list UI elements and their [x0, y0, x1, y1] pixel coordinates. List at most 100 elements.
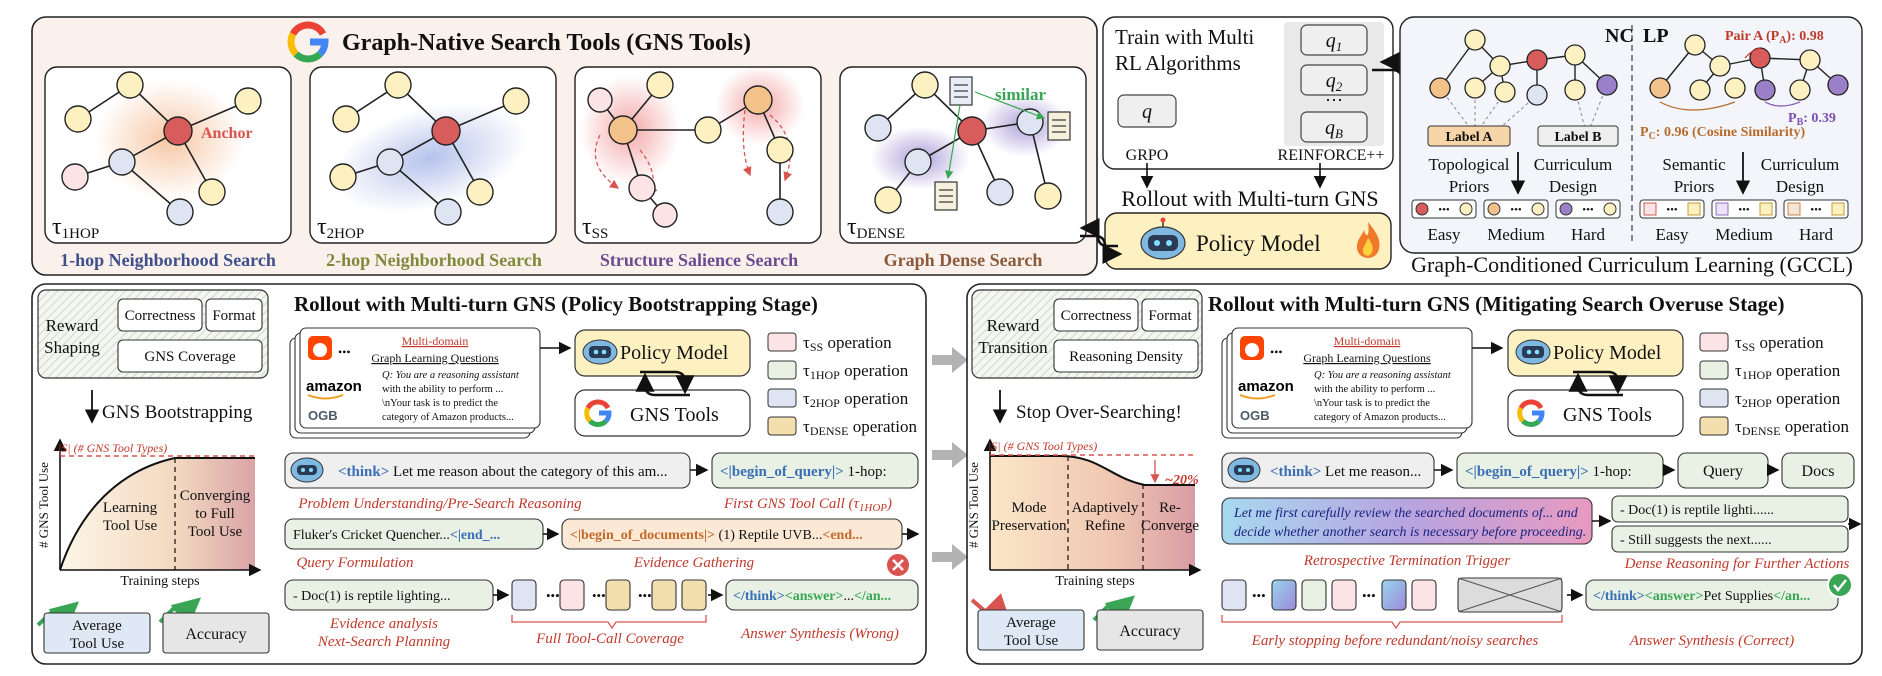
question-card-right: ••• amazon OGB Multi-domain Graph Learni… [1221, 327, 1473, 439]
document-icon [949, 76, 973, 106]
robot-icon-right [1515, 339, 1551, 365]
fire-icon [1356, 222, 1380, 258]
lp-medium: Medium [1715, 225, 1773, 244]
gns-tools-left[interactable]: GNS Tools [574, 389, 751, 437]
op-ss-left: τSS operation [803, 333, 892, 354]
accuracy-label-left: Accuracy [185, 626, 246, 643]
policy-model-top[interactable]: Policy Model [1104, 212, 1392, 270]
svg-text:</think><answer>...</an...: </think><answer>...</an... [733, 589, 891, 604]
reddit-icon-right [1240, 336, 1264, 360]
pct-label: ~20% [1165, 473, 1199, 488]
wrong-stamp-icon [885, 552, 911, 578]
tau-ss: τSS [582, 214, 608, 242]
tau-1hop: τ1HOP [52, 214, 99, 242]
train-panel: Train with Multi RL Algorithms q q1 q2 ⋯… [1102, 16, 1394, 189]
reinforce-label: REINFORCE++ [1278, 147, 1385, 164]
ogb-logo: OGB [308, 408, 338, 423]
policy-label-right: Policy Model [1553, 342, 1662, 364]
learning-label-1: Learning [103, 500, 158, 516]
nc-easy: Easy [1427, 225, 1461, 244]
x-axis-label-left: Training steps [120, 574, 199, 589]
label-b: Label B [1554, 130, 1601, 145]
mode-label-1: Mode [1012, 500, 1047, 516]
boq-box-right: <|begin_of_query|> 1-hop: [1456, 452, 1664, 489]
gns-tools-label-right: GNS Tools [1563, 404, 1652, 426]
panel-2hop: τ2HOP [309, 66, 557, 244]
policy-model-left[interactable]: Policy Model [574, 329, 751, 377]
svg-text:<|begin_of_query|> 1-hop:: <|begin_of_query|> 1-hop: [1465, 464, 1632, 480]
y-axis-label-left: # GNS Tool Use [36, 462, 51, 548]
caption-1hop: 1-hop Neighborhood Search [60, 250, 276, 270]
doc-analysis-left: - Doc(1) is reptile lighting... [284, 579, 494, 611]
robot-icon-row [290, 457, 324, 483]
panel-ss: τSS [574, 65, 822, 244]
q-line-1-right: Q: You are a reasoning assistant [1314, 370, 1452, 381]
overuse-title: Rollout with Multi-turn GNS (Mitigating … [1208, 292, 1785, 316]
docs-box-left: <|begin_of_documents|> (1) Reptile UVB..… [561, 518, 903, 550]
label-a: Label A [1445, 130, 1493, 145]
grpo-label: GRPO [1126, 147, 1169, 164]
q-line-2: with the ability to perform ... [382, 384, 503, 395]
query-token-right: Query [1703, 463, 1743, 480]
docs-token-right: Docs [1802, 463, 1835, 480]
lbl-next-search: Next-Search Planning [317, 634, 451, 650]
avg-tool-use-1-left: Average [72, 618, 122, 634]
doc1-right: - Doc(1) is reptile lighti...... [1620, 503, 1774, 518]
gns-tools-right[interactable]: GNS Tools [1507, 389, 1684, 437]
qb-token: qB [1325, 117, 1343, 141]
svg-text:<think> Let me reason about th: <think> Let me reason about the category… [338, 464, 668, 480]
svg-text:•••: ••• [638, 588, 652, 603]
transition-arrows [932, 347, 968, 570]
learning-label-2: Tool Use [103, 518, 158, 534]
lbl-evidence: Evidence Gathering [633, 555, 755, 571]
glq-left: Graph Learning Questions [371, 351, 499, 365]
nc-medium-box: ••• [1483, 199, 1549, 219]
svg-text:</think><answer>Pet Supplies</: </think><answer>Pet Supplies</an... [1593, 589, 1810, 604]
google-icon [287, 21, 329, 63]
panel-dense: similar τDENSE [839, 66, 1087, 244]
think-box-right: <think> Let me reason... [1221, 452, 1435, 489]
topo-priors-2: Priors [1449, 177, 1490, 196]
pair-a-label: Pair A (PA): 0.98 [1725, 29, 1824, 46]
overuse-curve-chart: |S| (# GNS Tool Types) # GNS Tool Use Tr… [966, 438, 1202, 589]
gns-title: Graph-Native Search Tools (GNS Tools) [342, 30, 751, 56]
google-icon-left [584, 399, 612, 427]
caption-2hop: 2-hop Neighborhood Search [326, 250, 542, 270]
mode-label-2: Preservation [992, 518, 1067, 534]
sem-priors-1: Semantic [1662, 155, 1726, 174]
gns-tools-panel: Graph-Native Search Tools (GNS Tools) [31, 16, 1098, 276]
policy-model-right[interactable]: Policy Model [1507, 329, 1684, 377]
design-1: Design [1549, 177, 1598, 196]
adapt-label-2: Refine [1085, 518, 1125, 534]
review-box: Let me first carefully review the search… [1221, 497, 1593, 545]
panel-1hop: Anchor τ1HOP [44, 66, 292, 244]
q-dots: ⋯ [1325, 90, 1343, 110]
format-label-left: Format [212, 308, 256, 324]
document-icon-right [1047, 111, 1071, 141]
lbl-evidence-analysis: Evidence analysis [329, 616, 438, 632]
robot-icon [1140, 217, 1186, 260]
q-line-4: category of Amazon products... [382, 412, 514, 423]
robot-icon-row-right [1227, 457, 1261, 483]
svg-text:•••: ••• [1510, 204, 1522, 216]
y-axis-label-right: # GNS Tool Use [966, 462, 981, 548]
robot-icon-left [582, 339, 618, 365]
s-label-left: |S| (# GNS Tool Types) [58, 441, 167, 455]
q-line-3-right: \nYour task is to predict the [1314, 398, 1430, 409]
bootstrap-curve-chart: |S| (# GNS Tool Types) # GNS Tool Use Tr… [36, 438, 262, 589]
svg-text:Let me first carefully review: Let me first carefully review the search… [1233, 506, 1579, 521]
q-line-2-right: with the ability to perform ... [1314, 384, 1435, 395]
doc2-right: - Still suggests the next...... [1620, 533, 1772, 548]
amazon-logo-right: amazon [1238, 378, 1294, 395]
x-axis-label-right: Training steps [1055, 574, 1134, 589]
nc-hard: Hard [1571, 225, 1605, 244]
policy-label-left: Policy Model [620, 342, 729, 364]
gns-coverage-label: GNS Coverage [144, 349, 236, 365]
answer-box-left: </think><answer>...</an... [725, 579, 919, 611]
reward-transition-2: Transition [978, 338, 1048, 357]
question-card-left: ••• amazon OGB Multi-domain Graph Learni… [289, 327, 541, 439]
correctness-label-right: Correctness [1061, 308, 1132, 324]
design-2: Design [1776, 177, 1825, 196]
re-label-2: Converge [1141, 518, 1199, 534]
